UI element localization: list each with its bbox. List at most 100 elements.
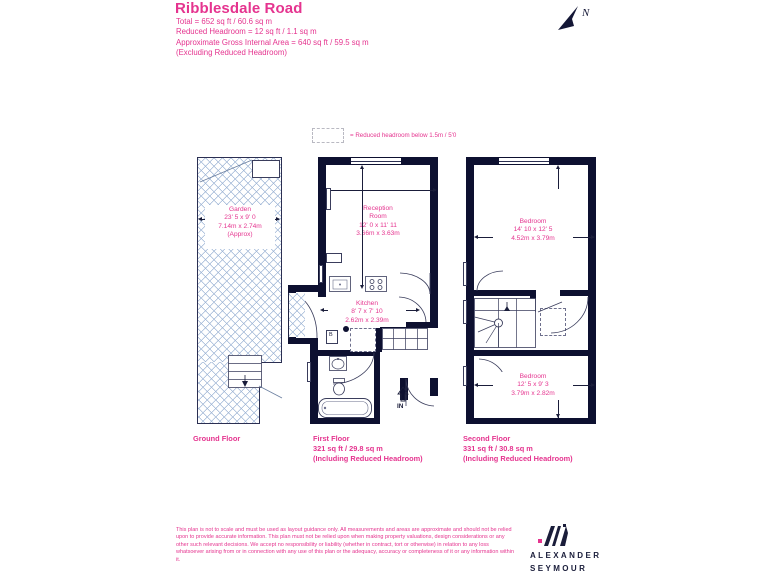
kitchen-metric-text: 2.62m x 2.39m	[345, 316, 389, 324]
bedroom2-name: Bedroom	[519, 373, 547, 380]
second-floor-area: 331 sq ft / 30.8 sq m	[463, 444, 533, 453]
sf-wall-landing-top	[466, 290, 536, 296]
ff-window-bath	[307, 362, 311, 382]
sf-bedroom1-door-swing	[476, 270, 504, 292]
room-label-bedroom1-text: Bedroom 14' 10 x 12' 5 4.52m x 3.79m	[493, 218, 573, 243]
garden-edge-right-lower	[259, 362, 260, 424]
garden-label-backing	[205, 205, 275, 249]
bedroom1-dim-arrow-right	[591, 235, 595, 239]
ff-stair-to-upper	[382, 328, 428, 350]
kitchen-dim-arrow-left	[320, 308, 324, 312]
room-label-garden: Garden 23' 5 x 9' 0 7.14m x 2.74m (Appro…	[205, 206, 275, 240]
sf-headroom-slope	[537, 301, 563, 313]
bedroom2-dim-arrow-left	[474, 383, 478, 387]
sf-window-side-landing	[463, 300, 467, 324]
room-label-reception: Reception Room 12' 0 x 11' 11 3.66m x 3.…	[343, 205, 413, 239]
room-label-bedroom2: Bedroom 12' 5 x 9' 3 3.79m x 2.82m	[493, 373, 573, 398]
sf-wall-bottom	[466, 418, 596, 424]
caption-first-floor: First Floor 321 sq ft / 29.8 sq m (Inclu…	[313, 434, 423, 464]
summary-reduced-headroom: Reduced Headroom = 12 sq ft / 1.1 sq m	[176, 27, 317, 37]
bedroom2-dim-v	[558, 400, 559, 418]
garden-steps	[228, 355, 262, 388]
garden-edge-left	[197, 157, 198, 424]
bedroom2-imperial: 12' 5 x 9' 3	[517, 381, 549, 389]
garden-edge-top	[197, 157, 282, 158]
ff-wall-kitchen-bottom	[288, 338, 318, 344]
garden-dim-arrow-left	[198, 217, 202, 221]
ff-wall-lower-left	[310, 344, 318, 424]
ff-window-side-upper	[319, 265, 323, 283]
legend-swatch-reduced-headroom	[312, 128, 344, 143]
bedroom1-name-text: Bedroom	[519, 218, 547, 225]
bedroom2-label-backing2	[493, 372, 573, 400]
first-floor-name: First Floor	[313, 434, 350, 443]
ff-wall-kitchen-left-upper	[288, 285, 296, 295]
garden-edge-right-upper	[281, 157, 282, 363]
ff-wall-bath-top	[310, 350, 380, 356]
sf-wall-bedroom2-top	[466, 350, 546, 356]
bedroom1-imperial-text: 14' 10 x 12' 5	[513, 226, 553, 234]
garden-steps-guide	[258, 385, 283, 399]
bedroom2-dim-arrow-right	[591, 383, 595, 387]
page-title: Ribblesdale Road	[175, 0, 303, 17]
garden-dim-arrow-right	[276, 217, 280, 221]
sf-landing-door-swing	[550, 296, 589, 334]
garden-imperial: 23' 5 x 9' 0	[224, 214, 256, 222]
bathroom-basin-icon	[329, 356, 347, 371]
garden-hatch-upper	[197, 157, 282, 362]
ff-wall-bath-right	[374, 350, 380, 424]
garden-edge-bottom	[197, 423, 260, 424]
ff-wall-mid-band	[296, 285, 326, 292]
sf-staircase	[474, 298, 536, 348]
reception-dim-arrow-up	[360, 165, 364, 169]
sf-window-side-lower	[463, 366, 467, 386]
bedroom1-dim-arrow-left	[474, 235, 478, 239]
summary-gross-internal-area: Approximate Gross Internal Area = 640 sq…	[176, 37, 369, 47]
entrance-label: IN	[397, 403, 404, 410]
sf-window-front-line	[499, 161, 549, 162]
bedroom1-dim-v	[558, 167, 559, 189]
summary-excluding-note: (Excluding Reduced Headroom)	[176, 48, 287, 58]
bathroom-toilet-icon	[331, 378, 347, 396]
kitchen-label-backing	[328, 299, 406, 327]
ff-reduced-headroom-zone	[350, 328, 376, 352]
sf-wall-landing-top-right	[560, 290, 596, 296]
ff-reception-door-swing	[399, 272, 431, 295]
bathroom-bathtub-icon	[318, 398, 372, 418]
garden-edge-step	[259, 362, 282, 363]
legend-label: = Reduced headroom below 1.5m / 5'0	[350, 132, 457, 139]
second-floor-name: Second Floor	[463, 434, 511, 443]
garden-approx-note: (Approx)	[227, 231, 253, 239]
as-monogram-icon	[530, 524, 590, 548]
summary-total: Total = 652 sq ft / 60.6 sq m	[176, 17, 272, 26]
garden-metric: 7.14m x 2.74m	[218, 222, 262, 230]
reception-name-line1: Reception	[363, 205, 393, 212]
ff-hall-door-swing	[398, 296, 427, 323]
first-floor-note: (Including Reduced Headroom)	[313, 454, 423, 463]
ff-garden-door-hatch	[289, 293, 305, 337]
north-label: N	[581, 7, 590, 19]
area-summary: Total = 652 sq ft / 60.6 sq m Reduced He…	[176, 17, 369, 59]
ground-floor-name: Ground Floor	[193, 434, 241, 443]
kitchen-sink-icon	[329, 276, 351, 292]
ff-wall-right-kitchen	[430, 292, 438, 326]
stair-newel-dot	[343, 326, 349, 332]
brand-name-line1: ALEXANDER	[530, 551, 602, 560]
reception-dim-arrow-down	[360, 285, 364, 289]
ff-entrance-door-swing	[405, 378, 435, 407]
kitchen-imperial-text: 8' 7 x 7' 10	[351, 308, 383, 316]
bedroom1-dim-arrow-up	[556, 165, 560, 169]
reception-imperial: 12' 0 x 11' 11	[359, 221, 397, 229]
brand-name-line2: SEYMOUR	[530, 564, 588, 573]
reception-name-line2: Room	[369, 213, 387, 221]
first-floor-area: 321 sq ft / 29.8 sq m	[313, 444, 383, 453]
bedroom2-dim-arrow-down	[556, 414, 560, 418]
reception-dim-arrow-right	[433, 188, 437, 192]
kitchen-hob-icon	[365, 276, 387, 292]
ff-wall-right-upper	[430, 157, 438, 292]
second-floor-note: (Including Reduced Headroom)	[463, 454, 573, 463]
